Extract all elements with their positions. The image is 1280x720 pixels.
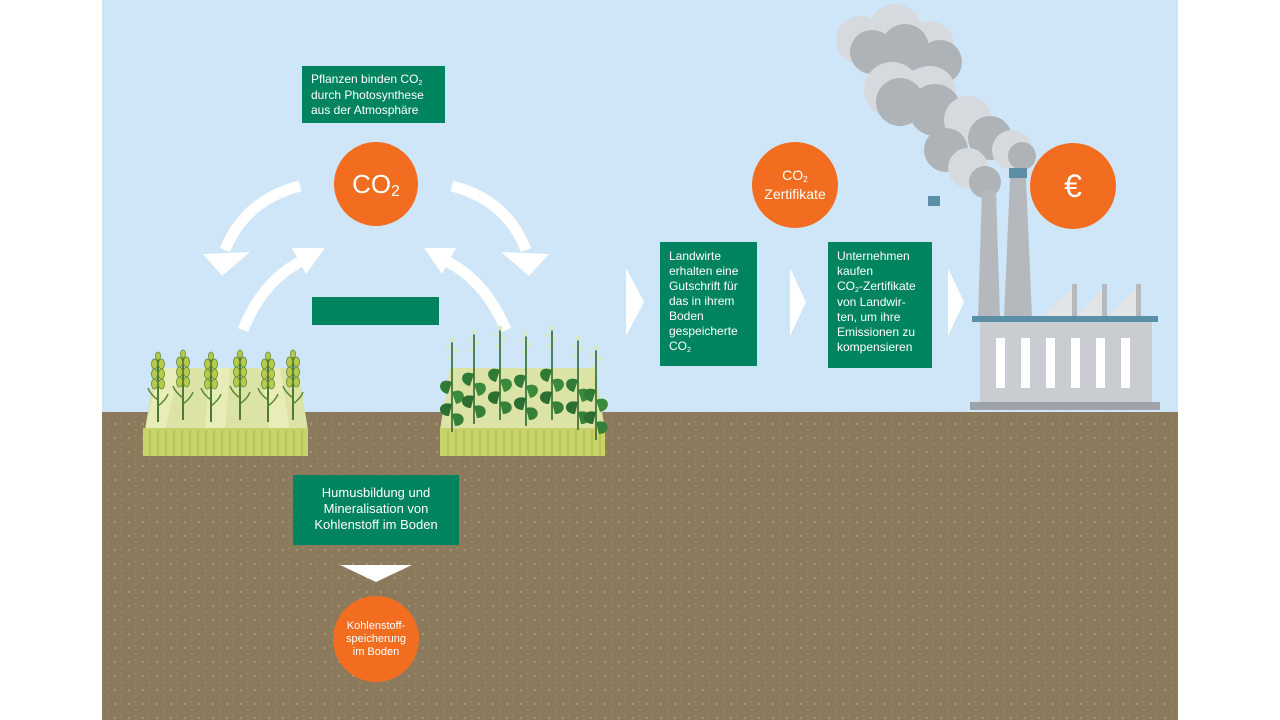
certificate-line1: CO2 <box>782 167 808 185</box>
down-arrow-icon <box>340 565 412 582</box>
wheat-field <box>143 349 308 456</box>
humus-line: Kohlenstoff im Boden <box>314 517 438 532</box>
curved-arrow-icon <box>203 180 302 276</box>
farmers-line: Landwirte <box>669 249 722 263</box>
humus-line: Humusbildung und <box>321 485 431 500</box>
farmers-line: gespeicherte <box>669 324 738 338</box>
farmers-line: erhalten eine <box>669 264 739 278</box>
certificate-line2: Zertifikate <box>764 186 826 202</box>
storage-line: im Boden <box>352 645 400 658</box>
photosynthesis-box: Pflanzen binden CO2 durch Photosynthese … <box>302 66 445 123</box>
companies-box: Unternehmen kaufen CO2-Zertifikate von L… <box>828 242 932 368</box>
factory-icon <box>928 168 1160 410</box>
farmers-line: Boden <box>669 309 704 323</box>
storage-line: speicherung <box>346 632 406 645</box>
green-bar <box>312 297 439 325</box>
chevron-right-icon <box>790 268 806 336</box>
cover-crop-field <box>439 324 609 456</box>
photosynthesis-line2: durch Photosynthese <box>311 88 424 102</box>
farmers-line: Gutschrift für <box>669 279 738 293</box>
farmers-credit-box: Landwirte erhalten eine Gutschrift für d… <box>660 242 757 366</box>
photosynthesis-line3: aus der Atmosphäre <box>311 103 419 117</box>
humus-box: Humusbildung und Mineralisation von Kohl… <box>293 475 459 545</box>
carbon-storage-circle: Kohlenstoff- speicherung im Boden <box>333 596 419 682</box>
certificate-circle: CO2 Zertifikate <box>752 142 838 228</box>
smoke-icon <box>836 4 1036 198</box>
farmers-line: CO2 <box>669 339 691 354</box>
companies-line: ten, um ihre <box>837 310 901 324</box>
companies-line: Unternehmen <box>837 249 910 263</box>
companies-line: CO2-Zertifikate <box>837 279 916 294</box>
curved-arrow-icon <box>424 248 512 333</box>
humus-line: Mineralisation von <box>323 501 429 516</box>
photosynthesis-line1: Pflanzen binden CO2 <box>311 72 423 87</box>
companies-line: kompensieren <box>837 340 913 354</box>
companies-line: von Landwir- <box>837 295 906 309</box>
curved-arrow-icon <box>237 248 325 333</box>
storage-line: Kohlenstoff- <box>346 619 406 632</box>
co2-circle: CO2 <box>334 142 418 226</box>
chevron-right-icon <box>948 268 964 336</box>
curved-arrow-icon <box>450 180 549 276</box>
companies-line: Emissionen zu <box>837 325 916 339</box>
chevron-right-icon <box>626 268 644 336</box>
euro-circle: € <box>1030 143 1116 229</box>
co2-label: CO2 <box>352 168 400 201</box>
euro-icon: € <box>1064 167 1082 204</box>
farmers-line: das in ihrem <box>669 294 735 308</box>
companies-line: kaufen <box>837 264 874 278</box>
